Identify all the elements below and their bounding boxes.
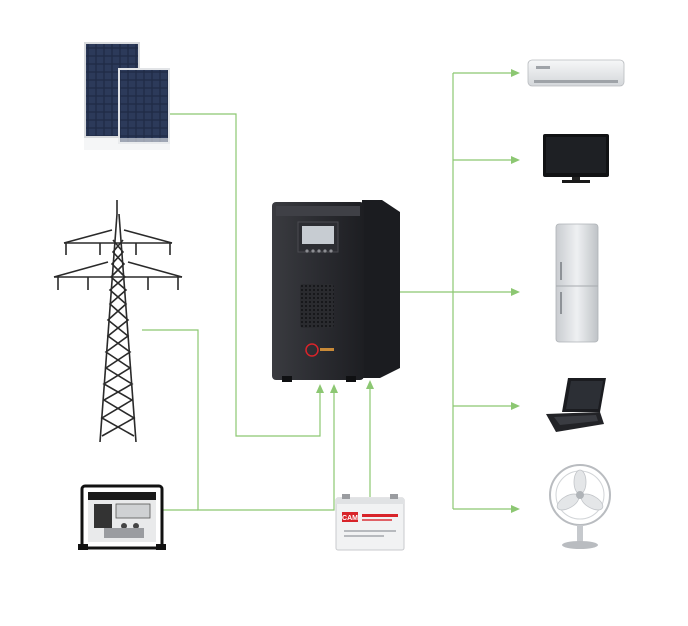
arrow-laptop [511,402,520,410]
refrigerator-icon [555,223,599,343]
laptop-icon [546,378,606,432]
arrow-ac [511,69,520,77]
air-conditioner-icon [527,59,625,87]
television-icon [543,134,609,183]
generator-icon [78,484,166,550]
arrow-fan [511,505,520,513]
battery-brand-label: CAM [342,515,358,522]
arrow-tv [511,156,520,164]
connector-lines [142,72,514,511]
arrow-fridge [511,288,520,296]
arrow-battery-in [366,380,374,389]
arrow-solar-in [316,384,324,393]
power-tower-icon [53,200,183,443]
solar-panel-icon [84,42,170,150]
desk-fan-icon [549,464,611,549]
arrow-grid-in [330,384,338,393]
arrowheads [316,69,520,513]
inverter-icon [272,200,400,382]
solar-connector [170,113,321,437]
battery-icon: CAM [335,494,405,551]
